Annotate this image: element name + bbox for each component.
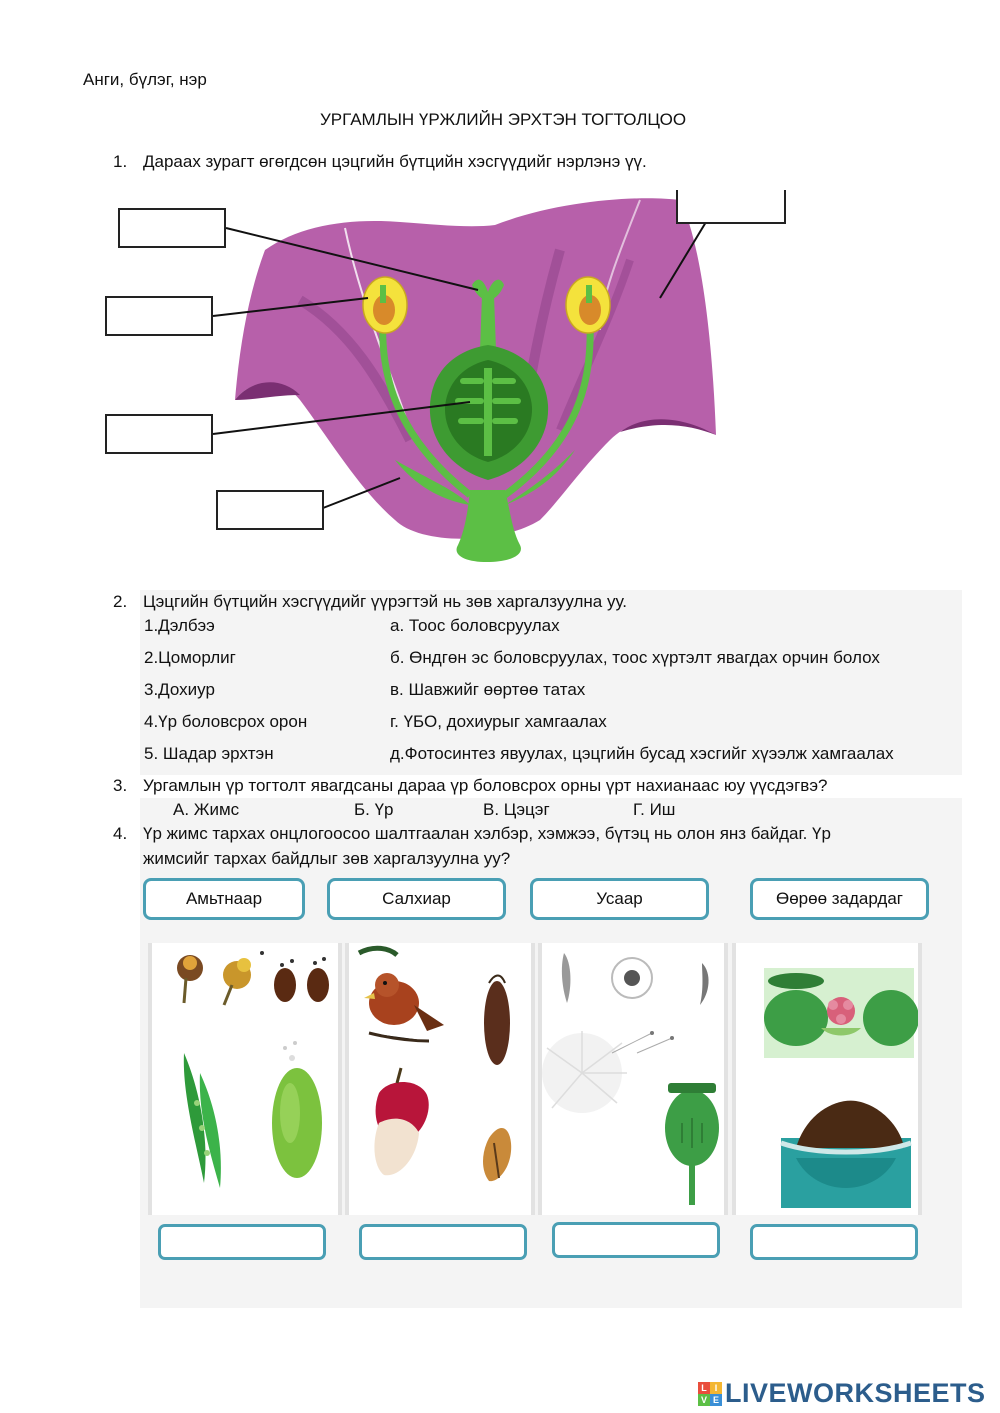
filament-right	[502, 319, 594, 498]
label-box-petal[interactable]	[676, 190, 786, 224]
ovule	[492, 418, 518, 424]
anther-left-pollen	[373, 295, 395, 325]
label-box-stigma[interactable]	[118, 208, 226, 248]
petal-fold	[620, 419, 716, 435]
q3-number: 3.	[113, 776, 128, 795]
choice-wind[interactable]: Салхиар	[327, 878, 506, 920]
drop-box-3[interactable]	[552, 1222, 720, 1258]
q2-part-4: 4.Үр боловсрох орон	[144, 712, 308, 731]
liveworksheets-logo: L I V E LIVEWORKSHEETS	[698, 1378, 986, 1409]
ovule	[460, 378, 484, 384]
q4-text-shade	[140, 820, 962, 870]
q2-part-5: 5. Шадар эрхтэн	[144, 744, 274, 763]
label-box-ovary[interactable]	[105, 414, 213, 454]
q2-text: Цэцгийн бүтцийн хэсгүүдийг үүрэгтэй нь з…	[143, 592, 628, 611]
q2-function-b: б. Өндгөн эс боловсруулах, тоос хүртэлт …	[390, 648, 880, 667]
q2-number: 2.	[113, 592, 128, 611]
connective	[586, 285, 592, 303]
choice-water[interactable]: Усаар	[530, 878, 709, 920]
petal-fold	[235, 382, 300, 400]
leader-line-sepal	[322, 477, 401, 509]
leader-line-stigma	[225, 227, 479, 291]
drop-box-4[interactable]	[750, 1224, 918, 1260]
ovule	[492, 378, 516, 384]
leader-line-anther	[212, 297, 369, 317]
seed-panel-4	[732, 943, 922, 1215]
q4-number: 4.	[113, 824, 128, 843]
seed-panel-3	[538, 943, 728, 1215]
petal-streak	[556, 258, 634, 432]
name-line: Анги, бүлэг, нэр	[83, 70, 207, 89]
seed-panel-1	[148, 943, 342, 1215]
label-box-anther[interactable]	[105, 296, 213, 336]
ovule-axis	[484, 368, 492, 456]
ovule	[492, 398, 521, 404]
seed-illustration-4	[764, 968, 918, 1208]
q1-number: 1.	[113, 152, 128, 171]
drop-box-2[interactable]	[359, 1224, 527, 1260]
style	[480, 295, 496, 350]
q2-part-1: 1.Дэлбээ	[144, 616, 215, 635]
seed-illustration-2	[357, 945, 512, 1182]
choice-self-dispersal[interactable]: Өөрөө задардаг	[750, 878, 929, 920]
q2-function-c: в. Шавжийг өөртөө татах	[390, 680, 586, 699]
seed-illustration-1	[177, 951, 329, 1188]
label-box-sepal[interactable]	[216, 490, 324, 530]
seed-illustration-3	[542, 953, 719, 1205]
q3-options-shade	[140, 798, 962, 820]
stigma	[472, 279, 504, 300]
q1-text: Дараах зурагт өгөгдсөн цэцгийн бүтцийн х…	[143, 152, 647, 171]
leader-line-petal	[659, 221, 707, 299]
page-title: УРГАМЛЫН ҮРЖЛИЙН ЭРХТЭН ТОГТОЛЦОО	[320, 110, 687, 129]
ovule	[458, 418, 484, 424]
q2-shaded-area	[140, 590, 962, 775]
q3-option-b[interactable]: Б. Үр	[354, 800, 394, 819]
choice-animals[interactable]: Амьтнаар	[143, 878, 305, 920]
connective	[380, 285, 386, 303]
q2-function-d: г. ҮБО, дохиурыг хамгаалах	[390, 712, 607, 731]
receptacle	[456, 490, 521, 562]
seed-panel-2	[345, 943, 535, 1215]
q3-option-a[interactable]: А. Жимс	[173, 800, 240, 819]
logo-text: LIVEWORKSHEETS	[725, 1378, 986, 1408]
q4-text-line1: Үр жимс тархах онцлогоосоо шалтгаалан хэ…	[143, 824, 831, 843]
sepal-left	[395, 460, 470, 505]
q4-text-line2: жимсийг тархах байдлыг зөв харгалзуулна …	[143, 849, 511, 868]
petal-edge	[344, 227, 411, 431]
q3-option-c[interactable]: В. Цэцэг	[483, 800, 550, 819]
petal-streak	[297, 295, 415, 443]
drop-box-1[interactable]	[158, 1224, 326, 1260]
q3-option-d[interactable]: Г. Иш	[633, 800, 676, 819]
logo-mark-icon: L I V E	[698, 1381, 722, 1406]
q2-part-3: 3.Дохиур	[144, 680, 215, 699]
leader-line-ovary	[212, 401, 471, 435]
anther-right-pollen	[579, 295, 601, 325]
filament-left	[379, 319, 473, 498]
flower-diagram	[212, 198, 716, 562]
q3-text: Ургамлын үр тогтолт явагдсаны дараа үр б…	[143, 776, 828, 795]
q2-function-e: д.Фотосинтез явуулах, цэцгийн бусад хэсг…	[390, 744, 894, 763]
q2-function-a: а. Тоос боловсруулах	[390, 616, 560, 635]
q2-part-2: 2.Цоморлиг	[144, 648, 236, 667]
